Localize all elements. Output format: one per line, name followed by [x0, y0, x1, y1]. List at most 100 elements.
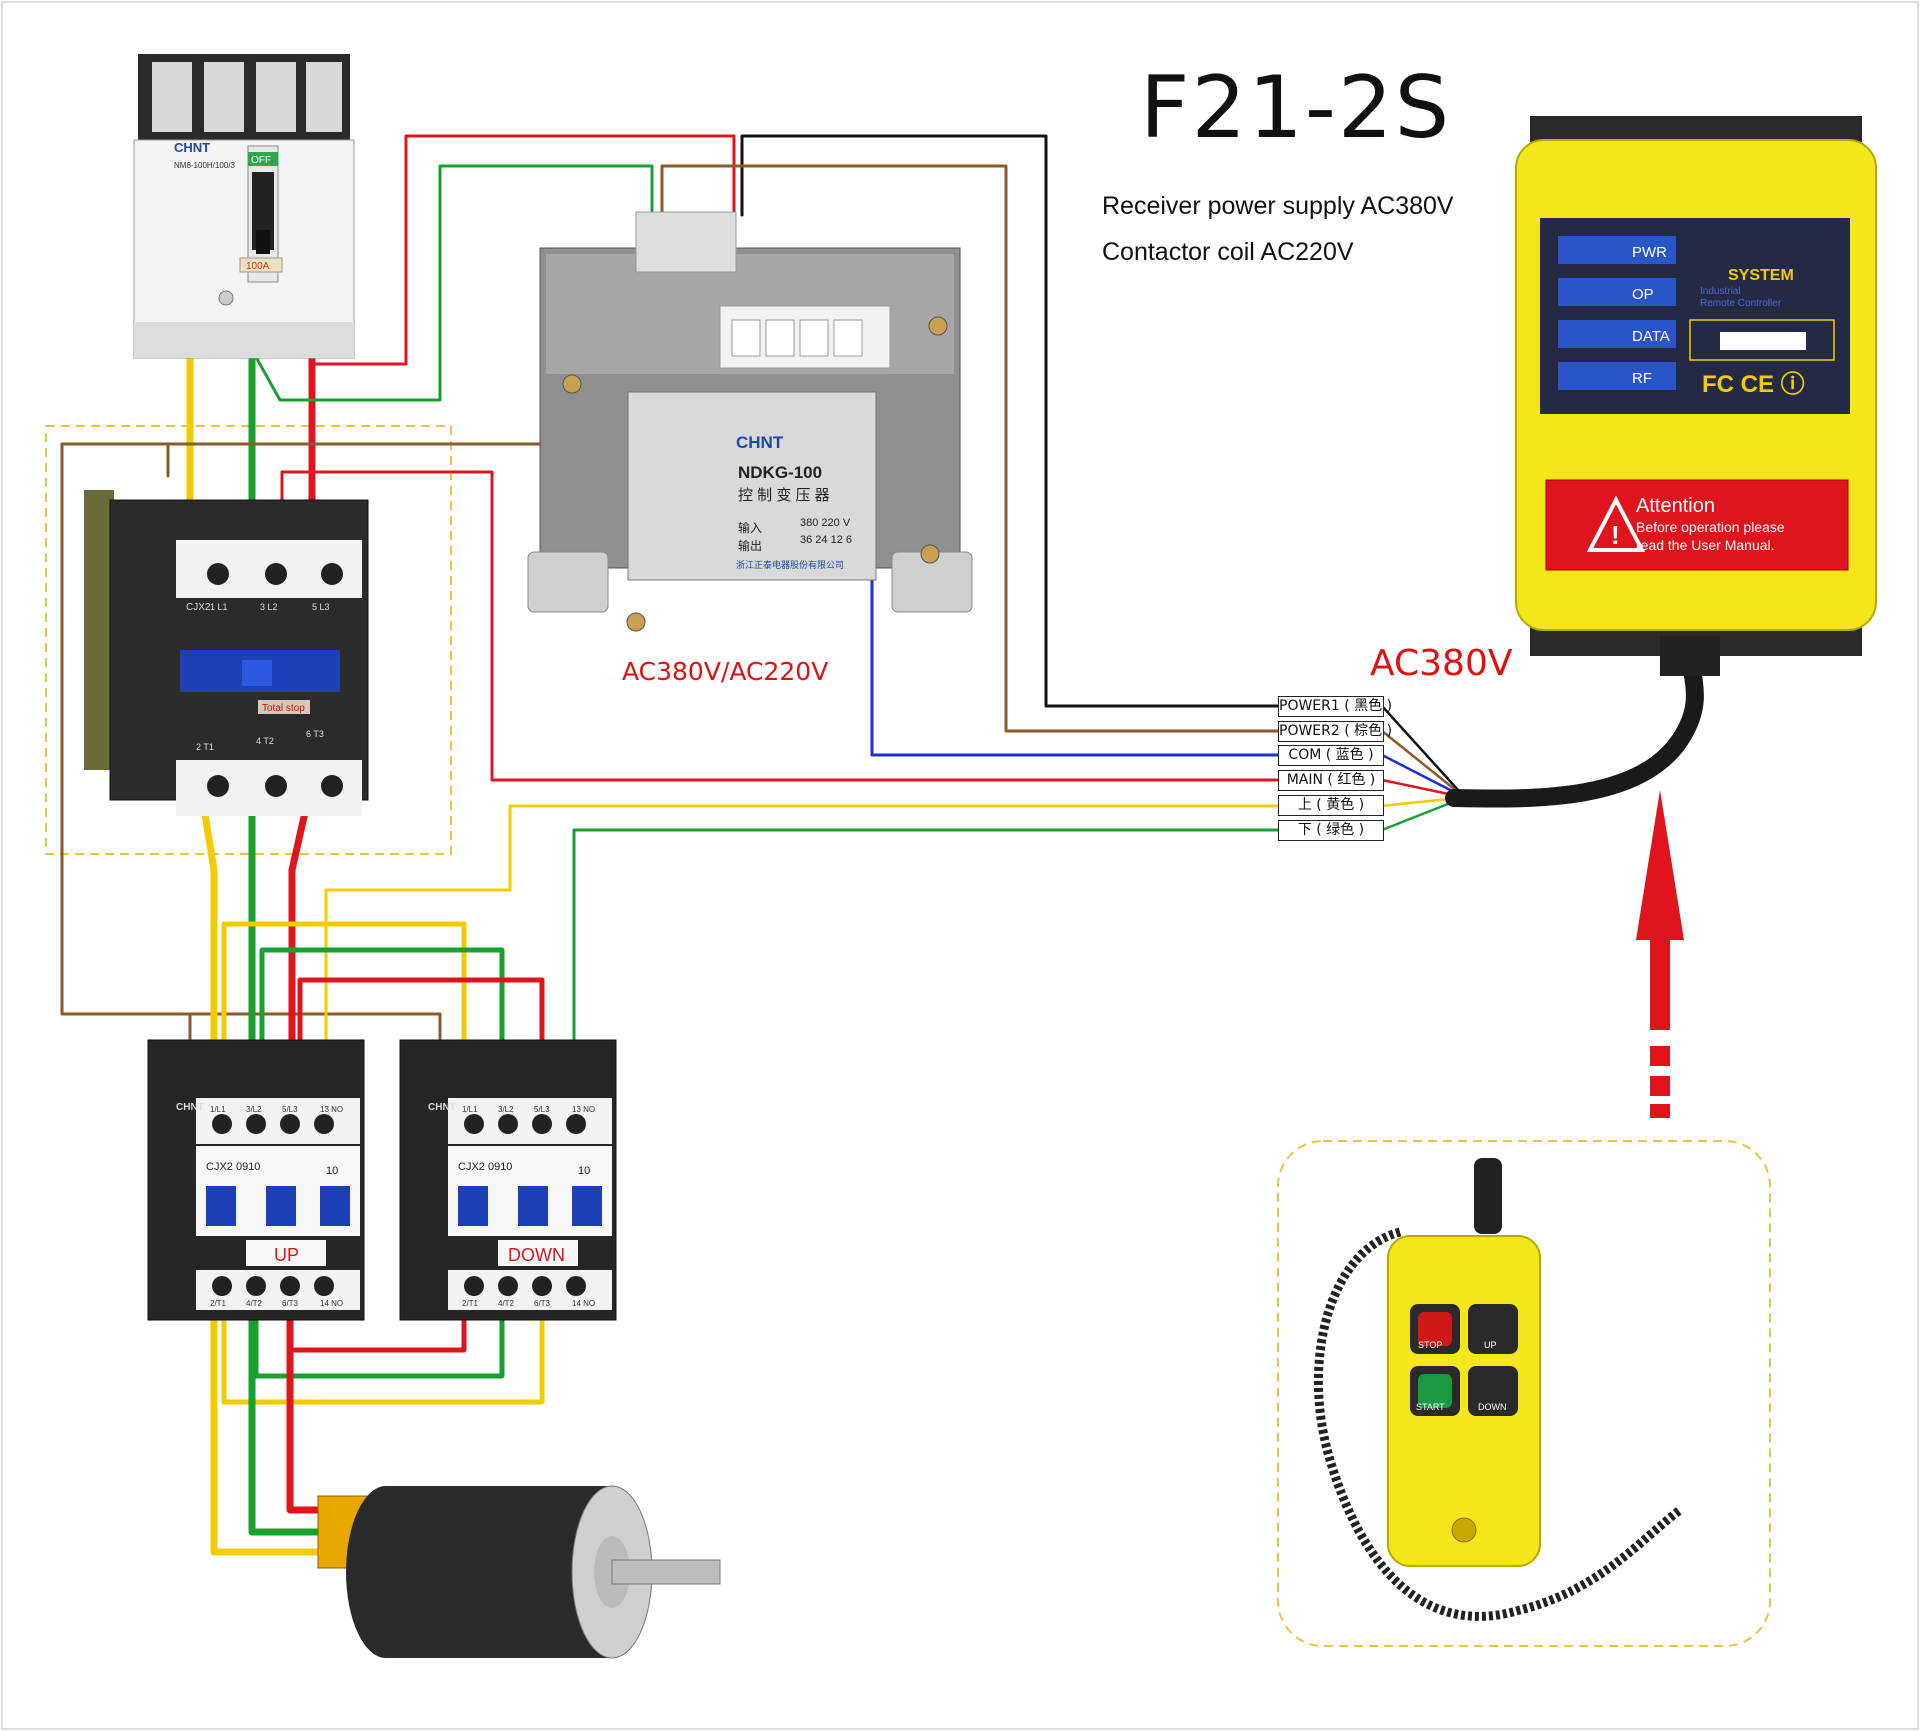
- fan-down: [1380, 798, 1460, 832]
- led-pwr-label: PWR: [1632, 244, 1667, 261]
- wire-yellow-cross-top: [221, 921, 467, 1065]
- wire-red-main-up: [288, 804, 310, 1066]
- down-contactor-aux: 10: [578, 1165, 590, 1177]
- wire-yellow-cross-bottom: [221, 1307, 545, 1405]
- wire-yellow-main-up: [200, 804, 218, 1066]
- down-terminal-5: 5/L3: [534, 1105, 550, 1114]
- down-terminal-4: 4/T2: [498, 1299, 515, 1308]
- main-contactor: CJX2 1 L1 3 L2 5 L3 Total stop 2 T1 4 T2…: [84, 490, 369, 816]
- main-contactor-model: CJX2: [186, 602, 211, 613]
- down-terminal-1: 1/L1: [462, 1105, 478, 1114]
- down-terminal-6: 6/T3: [534, 1299, 551, 1308]
- wire-green-cross-bottom: [253, 1307, 505, 1379]
- up-contactor: 1/L1 3/L2 5/L3 13 NO CHNT CJX2 0910 10 U…: [147, 1039, 365, 1321]
- transformer-voltage-label: AC380V/AC220V: [622, 657, 829, 686]
- main-terminal-6: 6 T3: [306, 729, 324, 739]
- wire-green-cross-top: [259, 947, 505, 1065]
- remote-btn-stop: STOP: [1418, 1340, 1442, 1350]
- terminal-up: 上 ( 黄色 ): [1278, 795, 1384, 816]
- up-terminal-2: 2/T1: [210, 1299, 227, 1308]
- fan-com: [1380, 753, 1460, 796]
- system-sub-2: Remote Controller: [1700, 298, 1782, 309]
- main-terminal-1: 1 L1: [210, 602, 228, 612]
- up-terminal-14: 14 NO: [320, 1299, 343, 1308]
- down-terminal-2: 2/T1: [462, 1299, 479, 1308]
- transformer-output-label: 输出: [738, 538, 762, 553]
- remote-btn-down: DOWN: [1478, 1402, 1507, 1412]
- transformer-maker: 浙江正泰电器股份有限公司: [736, 559, 844, 570]
- wire-brown-transformer: [660, 164, 1280, 733]
- transformer-model: NDKG-100: [738, 463, 822, 482]
- wire-red-cross-top: [297, 977, 545, 1065]
- main-contactor-label: Total stop: [262, 703, 305, 714]
- wire-green-down: [572, 828, 1280, 1054]
- wire-yellow-motor: [210, 1306, 326, 1556]
- remote-controller: STOP UP START DOWN: [1313, 1158, 1683, 1621]
- contactor-coil-note: Contactor coil AC220V: [1102, 238, 1354, 266]
- breaker-brand: CHNT: [174, 140, 210, 155]
- up-contactor-brand: CHNT: [176, 1102, 204, 1113]
- up-contactor-label: UP: [274, 1245, 299, 1265]
- attention-text-1: Before operation please: [1636, 519, 1785, 535]
- transformer-name: 控 制 变 压 器: [738, 487, 830, 504]
- breaker-rating: 100A: [246, 261, 270, 272]
- terminal-down: 下 ( 绿色 ): [1278, 820, 1384, 841]
- up-terminal-6: 6/T3: [282, 1299, 299, 1308]
- remote-dashed-box: [1277, 1140, 1771, 1647]
- terminal-power1: POWER1 ( 黑色 ): [1278, 696, 1392, 717]
- motor: [317, 1485, 721, 1659]
- fan-power1: [1380, 704, 1460, 792]
- down-contactor-label: DOWN: [508, 1245, 565, 1265]
- receiver-unit: PWR OP DATA RF SYSTEM Industrial Remote …: [1515, 116, 1877, 676]
- transformer-input-values: 380 220 V: [800, 517, 851, 529]
- attention-text-2: read the User Manual.: [1636, 537, 1775, 553]
- down-terminal-3: 3/L2: [498, 1105, 514, 1114]
- down-terminal-13: 13 NO: [572, 1105, 595, 1114]
- lanyard: [1313, 1227, 1683, 1621]
- receiver-voltage-label: AC380V: [1370, 643, 1513, 684]
- main-terminal-3: 3 L2: [260, 602, 278, 612]
- warning-icon: [1586, 495, 1646, 552]
- svg-text:!: !: [1611, 520, 1620, 550]
- wire-black-power1: [740, 134, 1280, 708]
- terminal-main: MAIN ( 红色 ): [1278, 770, 1384, 791]
- up-terminal-3: 3/L2: [246, 1105, 262, 1114]
- wire-red-main-coil: [280, 470, 1280, 782]
- wire-green-breaker-transformer: [250, 164, 654, 402]
- system-sub-1: Industrial: [1700, 286, 1741, 297]
- down-contactor: 1/L1 3/L2 5/L3 13 NO CHNT CJX2 0910 10 D…: [399, 1039, 617, 1321]
- system-label: SYSTEM: [1728, 267, 1794, 284]
- wire-yellow-up: [324, 804, 1280, 1054]
- down-terminal-14: 14 NO: [572, 1299, 595, 1308]
- cert-marks: FC CE ⓘ: [1702, 370, 1805, 398]
- main-terminal-2: 2 T1: [196, 742, 214, 752]
- terminal-power2: POWER2 ( 棕色 ): [1278, 721, 1392, 742]
- up-contactor-aux: 10: [326, 1165, 338, 1177]
- remote-btn-start: START: [1416, 1402, 1445, 1412]
- fan-main: [1380, 778, 1460, 798]
- main-terminal-4: 4 T2: [256, 736, 274, 746]
- attention-title: Attention: [1636, 495, 1715, 517]
- up-terminal-1: 1/L1: [210, 1105, 226, 1114]
- terminal-com: COM ( 蓝色 ): [1278, 745, 1384, 766]
- breaker-state: OFF: [251, 155, 271, 166]
- remote-btn-up: UP: [1484, 1340, 1497, 1350]
- up-terminal-4: 4/T2: [246, 1299, 263, 1308]
- led-rf-label: RF: [1632, 370, 1652, 387]
- receiver-supply-note: Receiver power supply AC380V: [1102, 192, 1454, 220]
- wire-red-breaker-transformer: [310, 134, 736, 366]
- circuit-breaker: CHNT NM8-100H/100/3 OFF 100A: [133, 54, 355, 359]
- up-terminal-13: 13 NO: [320, 1105, 343, 1114]
- transformer-output-values: 36 24 12 6: [800, 534, 852, 546]
- page-title: F21-2S: [1140, 58, 1452, 158]
- main-terminal-5: 5 L3: [312, 602, 330, 612]
- breaker-model: NM8-100H/100/3: [174, 161, 235, 170]
- transformer-input-label: 输入: [738, 520, 762, 535]
- fan-power2: [1380, 729, 1460, 794]
- down-contactor-model: CJX2 0910: [458, 1161, 512, 1173]
- wire-red-motor: [286, 1306, 326, 1514]
- up-contactor-model: CJX2 0910: [206, 1161, 260, 1173]
- transformer-brand: CHNT: [736, 433, 784, 452]
